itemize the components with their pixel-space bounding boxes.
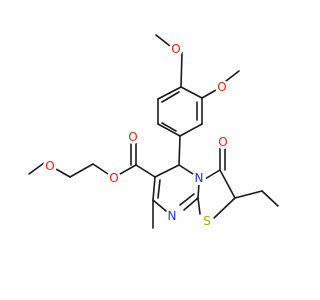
bond [69, 163, 94, 178]
oxygen-atom-ester: O [109, 171, 118, 185]
oxygen-atom-ether: O [45, 159, 54, 173]
bond [161, 91, 180, 103]
bond [157, 86, 182, 100]
bond [179, 123, 203, 137]
bond [157, 123, 181, 137]
nitrogen-atom-imine: N [168, 209, 177, 223]
oxygen-atom-ketone: O [218, 135, 227, 149]
nitrogen-atom-ring: N [195, 171, 204, 185]
bond [152, 176, 156, 201]
bond [225, 70, 240, 82]
bond [183, 197, 199, 211]
bond [219, 169, 236, 199]
bond [179, 193, 195, 206]
bond [234, 190, 263, 199]
bond [201, 89, 217, 99]
bond [197, 197, 201, 215]
oxygen-atom-methoxy-meta: O [217, 80, 226, 94]
bond [28, 162, 45, 175]
bond [180, 86, 203, 99]
bond [178, 164, 194, 175]
bond [213, 197, 236, 219]
bond [55, 168, 71, 178]
bond [155, 34, 171, 47]
bond [180, 51, 183, 88]
bonds [28, 34, 279, 229]
bond [119, 164, 137, 175]
bond [157, 179, 161, 199]
structure-canvas: O O O O O O N N S [28, 34, 279, 229]
oxygen-atom-carbonyl: O [128, 130, 137, 144]
bond [161, 122, 177, 132]
bond [178, 135, 181, 166]
bond [152, 199, 167, 212]
bond [204, 169, 221, 180]
bond [261, 190, 279, 207]
sulfur-atom: S [203, 214, 211, 228]
bond [154, 164, 180, 178]
oxygen-atom-methoxy-top: O [171, 42, 180, 56]
bond [197, 182, 200, 199]
bond [92, 163, 109, 175]
atom-labels: O O O O O O N N S [43, 42, 230, 228]
molecule-structure: O O O O O O N N S [28, 34, 279, 229]
bond [135, 164, 156, 178]
